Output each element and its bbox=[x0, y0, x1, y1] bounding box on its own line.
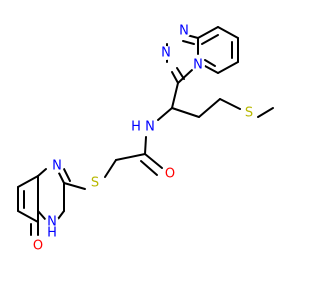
bond-chain-7 bbox=[144, 136, 147, 155]
atom-n-tz1: N bbox=[177, 24, 191, 39]
bond-chain-1 bbox=[171, 82, 179, 109]
atom-label: O bbox=[165, 167, 175, 182]
atom-label: N bbox=[47, 215, 57, 230]
bond-chain-10 bbox=[104, 159, 117, 178]
atom-label-background bbox=[45, 226, 59, 240]
atom-label: H bbox=[131, 120, 141, 135]
bond-chain-8 bbox=[144, 153, 163, 169]
bond-triazole-3 bbox=[171, 71, 179, 84]
bond-benzo-1 bbox=[17, 175, 39, 188]
atom-label: N bbox=[145, 120, 155, 135]
atom-s-thio: S bbox=[88, 176, 102, 191]
bond-pyridine-5 bbox=[204, 65, 219, 74]
atom-label-background bbox=[191, 58, 205, 72]
bond-chain-2 bbox=[171, 107, 200, 118]
atom-label-background bbox=[159, 46, 173, 60]
atom-n-amide: N bbox=[143, 120, 157, 135]
atom-label: S bbox=[245, 106, 253, 121]
atom-label-background bbox=[242, 106, 256, 120]
bond-quinazoline-4 bbox=[37, 210, 46, 220]
atom-label: N bbox=[179, 24, 189, 39]
atom-label: N bbox=[161, 46, 171, 61]
atom-label: S bbox=[91, 176, 99, 191]
atom-label-background bbox=[129, 120, 143, 134]
atom-label-background bbox=[45, 215, 59, 229]
bond-pyridine-4 bbox=[217, 61, 239, 74]
atom-n-py: N bbox=[191, 58, 205, 73]
atom-h-qz3: H bbox=[45, 226, 59, 241]
atom-o-amide: O bbox=[163, 167, 177, 182]
bond-triazole-1-double bbox=[182, 40, 195, 45]
bond-pyridine-1 bbox=[197, 26, 219, 39]
atom-s-methyl: S bbox=[242, 106, 256, 121]
bond-pyridine-2 bbox=[217, 26, 239, 39]
atom-label-background bbox=[177, 24, 191, 38]
bond-pyridine-1-double bbox=[201, 34, 219, 45]
bond-pyridine-5-double bbox=[204, 59, 216, 67]
bond-chain-4 bbox=[219, 98, 241, 110]
atom-label: N bbox=[52, 159, 62, 174]
bond-triazole-4 bbox=[177, 69, 193, 84]
bond-chain-3 bbox=[198, 98, 221, 118]
bond-chain-6 bbox=[157, 107, 173, 121]
atom-n-tz2: N bbox=[159, 46, 173, 61]
bond-quinazoline-2 bbox=[37, 168, 47, 177]
bond-quinazoline-1-double bbox=[63, 168, 71, 182]
bond-chain-5 bbox=[257, 107, 274, 118]
bond-quinazoline-1 bbox=[58, 172, 65, 184]
bond-chain-8-double bbox=[140, 160, 158, 176]
bond-benzo-3 bbox=[17, 210, 39, 223]
atom-label-background bbox=[50, 159, 64, 173]
atom-n-qz1: N bbox=[50, 159, 64, 174]
atom-n-qz3: N bbox=[45, 215, 59, 230]
atom-label: N bbox=[193, 58, 203, 73]
atom-h-amide: H bbox=[129, 120, 143, 135]
atom-label-background bbox=[143, 120, 157, 134]
atom-label-background bbox=[88, 176, 102, 190]
bond-chain-9 bbox=[115, 153, 146, 161]
atom-o-qz: O bbox=[31, 239, 45, 254]
atom-label: H bbox=[47, 226, 57, 241]
atom-label-background bbox=[31, 239, 45, 253]
atom-label: O bbox=[33, 239, 43, 254]
atom-label-background bbox=[163, 167, 177, 181]
bond-chain-11 bbox=[63, 182, 86, 190]
bond-quinazoline-6 bbox=[57, 210, 65, 220]
